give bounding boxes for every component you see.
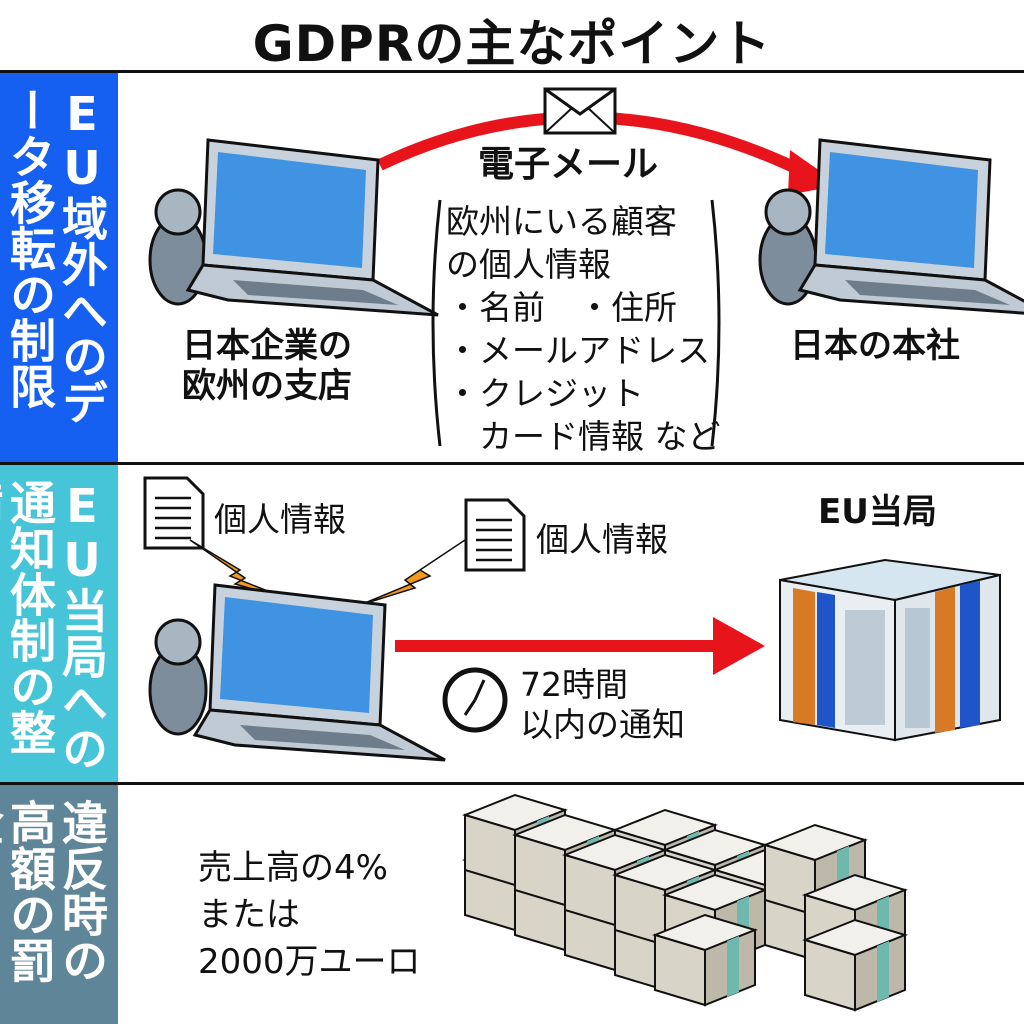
- laptop-icon: [186, 138, 440, 317]
- divider: [0, 782, 1024, 785]
- bracket: [431, 199, 721, 447]
- authority-label: EU当局: [818, 492, 937, 532]
- section-label-fine: 違反時の高額の罰金: [0, 785, 118, 1024]
- receiver-label: 日本の本社: [790, 326, 960, 366]
- money-stacks-icon: [464, 794, 906, 1011]
- email-label: 電子メール: [478, 144, 659, 185]
- document-label: 個人情報: [536, 520, 668, 559]
- laptop-icon: [798, 138, 1024, 317]
- page-title: GDPRの主なポイント: [252, 15, 772, 73]
- clock-icon: [442, 667, 508, 733]
- fine-text: 売上高の4% または 2000万ユーロ: [198, 848, 421, 982]
- personal-data-list: 欧州にいる顧客 の個人情報 ・名前 ・住所 ・メールアドレス ・クレジット カー…: [446, 202, 721, 456]
- building-icon: [779, 558, 1001, 742]
- sender-label: 日本企業の欧州の支店: [182, 326, 352, 406]
- section-label-transfer: EU域外へのデータ移転の制限: [0, 73, 118, 462]
- divider: [0, 70, 1024, 73]
- notify-arrow: [395, 617, 765, 675]
- section-label-notification: EU当局への通知体制の整備: [0, 465, 118, 782]
- divider: [0, 462, 1024, 465]
- deadline-label: 72時間以内の通知: [520, 665, 685, 744]
- document-label: 個人情報: [214, 500, 346, 539]
- envelope-icon: [543, 87, 617, 135]
- document-icon: [464, 498, 526, 572]
